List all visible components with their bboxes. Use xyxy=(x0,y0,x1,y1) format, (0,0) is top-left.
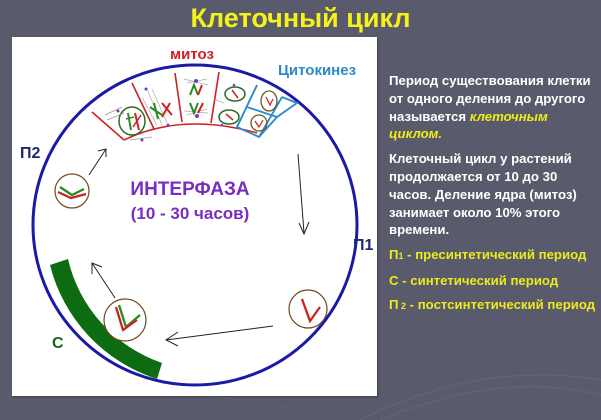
g2-cell xyxy=(54,173,90,209)
mitosis-band xyxy=(91,71,258,141)
interphase-duration: (10 - 30 часов) xyxy=(131,204,250,223)
s-label: С xyxy=(52,335,64,352)
definition-text: Период существования клетки от одного де… xyxy=(389,73,591,124)
cytokinesis-label: Цитокинез xyxy=(278,62,356,79)
prophase-cell xyxy=(104,106,153,142)
cycle-definition: Период существования клетки от одного де… xyxy=(389,72,597,143)
page-title: Клеточный цикл xyxy=(190,3,411,33)
cytokinesis-band xyxy=(235,84,299,139)
arrow-left-icon xyxy=(165,325,274,341)
g1-label: П1 xyxy=(353,237,374,254)
s-phase-cell xyxy=(103,298,147,342)
definition-term: клеточным циклом. xyxy=(389,108,548,142)
arrow-down-icon xyxy=(297,153,305,234)
cycle-arrows xyxy=(88,148,310,347)
cycle-ring xyxy=(31,63,359,387)
mitosis-label: митоз xyxy=(170,46,214,63)
cell-cycle-diagram: митоз Цитокинез П2 П1 С ИНТЕРФАЗА (10 - … xyxy=(12,37,377,396)
description-column: Период существования клетки от одного де… xyxy=(389,72,597,322)
g2-definition: П 2 - постсинтетический период xyxy=(389,296,596,312)
cycle-duration-text: Клеточный цикл у растений продолжается о… xyxy=(389,151,577,238)
s-definition: С - синтетический период xyxy=(389,272,559,288)
cytokinesis-cells xyxy=(250,90,278,132)
anaphase-cell xyxy=(183,78,209,118)
interphase-label: ИНТЕРФАЗА xyxy=(130,179,249,200)
telophase-cell xyxy=(215,83,246,127)
g1-cell xyxy=(288,289,328,329)
g2-label: П2 xyxy=(20,145,41,162)
g1-definition: П1 - пресинтетический период xyxy=(389,247,587,263)
arrow-up-icon xyxy=(91,262,116,299)
metaphase-cell xyxy=(141,87,173,127)
arrow-up-right-icon xyxy=(88,148,107,176)
s-phase-band xyxy=(50,259,162,379)
